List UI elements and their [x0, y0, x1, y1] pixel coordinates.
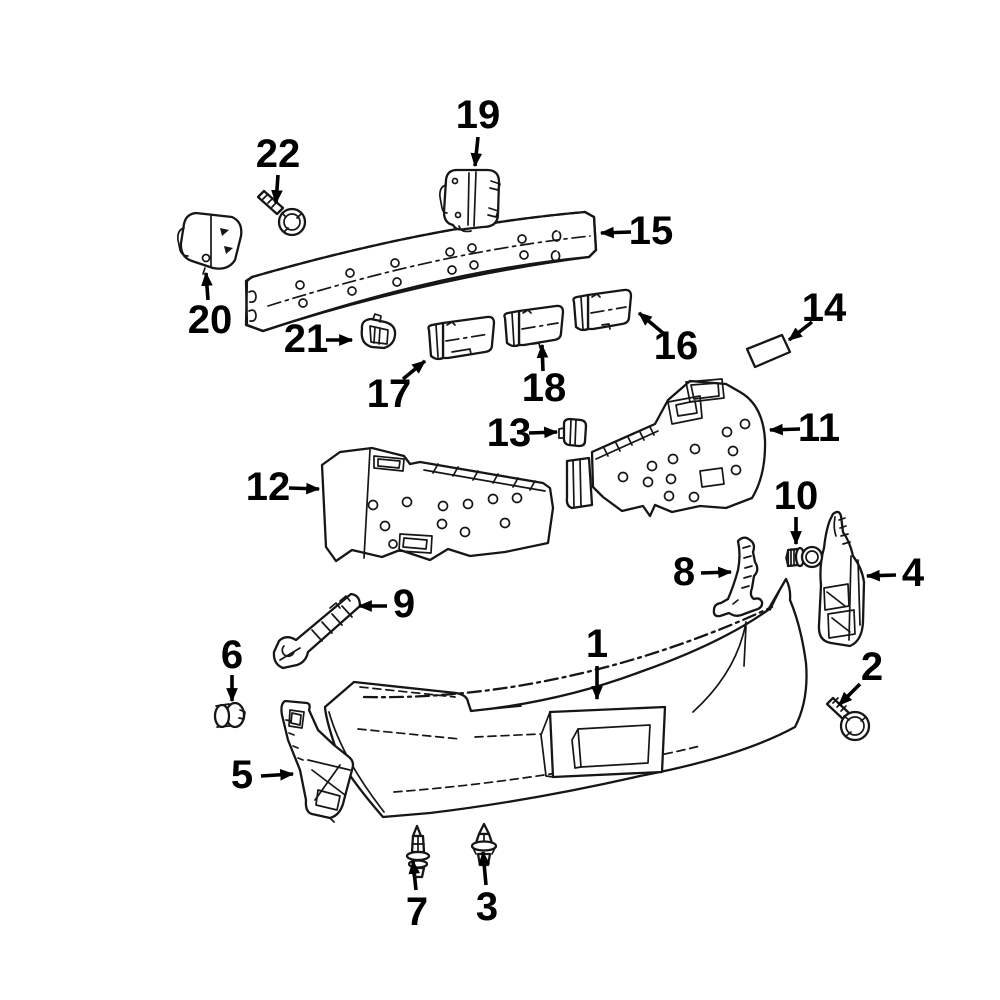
callout-arrow-15 — [599, 226, 632, 239]
callout-label-11: 11 — [798, 406, 840, 450]
part-14-protector-tape-drawing — [745, 333, 792, 369]
callout-label-2: 2 — [861, 645, 883, 689]
callout-label-6: 6 — [221, 633, 243, 677]
part-17-spacer-bracket-drawing — [427, 315, 496, 361]
callout-label-19: 19 — [456, 93, 501, 137]
callout-label-22: 22 — [256, 132, 301, 176]
callout-arrow-12 — [288, 482, 321, 495]
part-13-clip-drawing — [558, 417, 588, 448]
callout-label-9: 9 — [393, 582, 415, 626]
callout-label-17: 17 — [367, 372, 412, 416]
part-4-side-support-right-drawing — [817, 510, 866, 648]
callout-arrow-14 — [787, 320, 814, 342]
callout-label-20: 20 — [188, 298, 233, 342]
callout-label-5: 5 — [231, 753, 253, 797]
part-22-bolt-drawing — [256, 189, 307, 237]
part-1-bumper-cover-drawing — [323, 577, 808, 819]
callout-label-15: 15 — [629, 209, 674, 253]
callout-arrow-3 — [478, 850, 490, 886]
callout-label-16: 16 — [654, 324, 699, 368]
callout-label-3: 3 — [476, 885, 498, 929]
part-2-bolt-drawing — [825, 696, 871, 742]
callout-arrow-7 — [408, 859, 421, 891]
callout-label-1: 1 — [586, 622, 608, 666]
callout-arrow-18 — [536, 343, 549, 372]
callout-arrow-17 — [401, 359, 427, 381]
part-6-nut-drawing — [213, 701, 246, 729]
callout-label-7: 7 — [406, 890, 428, 934]
part-10-bolt-drawing — [785, 545, 824, 569]
callout-arrow-20 — [201, 271, 213, 301]
part-5-side-support-left-drawing — [280, 699, 355, 823]
part-21-grommet-clip-drawing — [360, 313, 397, 350]
callout-arrow-8 — [700, 566, 733, 579]
callout-label-12: 12 — [246, 465, 291, 509]
part-18-spacer-bracket-drawing — [503, 304, 565, 349]
callout-arrow-19 — [470, 136, 483, 168]
part-7-screw-pin-drawing — [405, 824, 431, 879]
callout-arrow-2 — [837, 682, 862, 707]
callout-arrow-5 — [260, 768, 295, 781]
callout-arrow-13 — [528, 426, 559, 439]
callout-arrow-22 — [271, 174, 283, 205]
callout-arrow-4 — [865, 569, 897, 582]
callout-label-4: 4 — [902, 551, 925, 595]
callout-label-14: 14 — [802, 286, 847, 330]
part-8-retainer-bracket-drawing — [712, 536, 764, 618]
callout-label-18: 18 — [522, 366, 567, 410]
part-11-energy-absorber-right-drawing — [565, 378, 767, 518]
callout-label-8: 8 — [673, 550, 695, 594]
callout-label-10: 10 — [774, 474, 819, 518]
part-20-mounting-bracket-drawing — [177, 211, 243, 275]
callout-label-21: 21 — [284, 317, 329, 361]
part-9-side-bracket-left-drawing — [272, 592, 362, 670]
callout-arrow-11 — [768, 423, 801, 436]
part-15-impact-bar-drawing — [244, 210, 598, 333]
part-16-spacer-bracket-drawing — [572, 288, 633, 332]
callout-arrow-16 — [637, 311, 665, 335]
part-19-mounting-bracket-drawing — [439, 168, 501, 233]
part-12-energy-absorber-left-drawing — [320, 446, 555, 563]
callout-label-13: 13 — [487, 411, 532, 455]
